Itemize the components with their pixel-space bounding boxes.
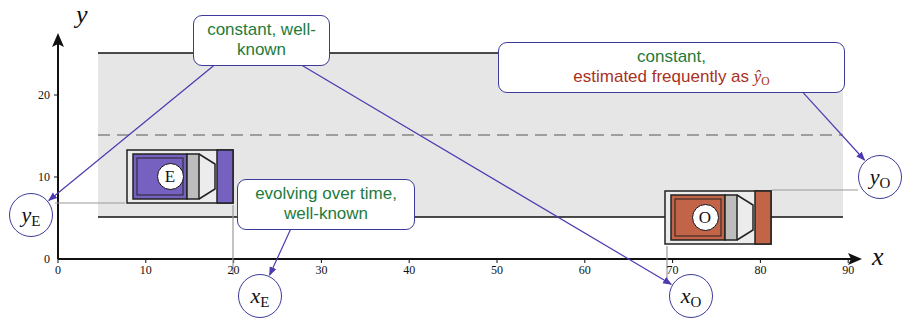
x-tick [848,259,849,263]
x-tick [584,259,585,263]
y-axis-arrowhead [52,33,64,47]
math-symbol: y [22,202,32,227]
car-roof [133,154,187,199]
math-subscript: O [690,294,701,310]
car-hood [199,154,215,199]
axis-label: x [872,244,884,270]
leader-line [55,202,125,203]
car-windshield [187,154,199,199]
x-tick [321,259,322,263]
callout-text: evolving over time, well-known [246,184,406,225]
math-subscript: E [260,294,269,310]
car-roof [671,195,725,240]
tick-label: 0 [44,253,50,265]
callout-box: constant, well-known [193,15,330,66]
x-ticks [58,259,848,263]
car-roof-trim [137,158,183,195]
ego-car [127,150,233,203]
x-tick [145,259,146,263]
node-label: yE [22,204,41,226]
math-symbol: x [251,283,261,308]
tick-label: 0 [55,264,61,276]
callout-text: constant, well-known [202,20,321,61]
callout-arrow [803,93,864,160]
tick-label: 60 [579,264,591,276]
lane-divider [98,134,843,135]
callout-text: estimated frequently as ŷO [507,67,836,87]
callout-arrow [49,66,214,201]
variable-circle: xE [238,274,282,318]
x-tick [497,259,498,263]
variable-circle: xO [669,274,713,318]
tick-label: 20 [38,89,50,101]
tick-label: 50 [491,264,503,276]
node-label: yO [870,166,891,188]
tick-label: 30 [315,264,327,276]
x-axis [58,258,852,260]
car-windshield [725,195,737,240]
callout-arrow [270,230,291,275]
node-label: xE [251,285,270,307]
axes [52,33,862,265]
tick-label: 10 [38,171,50,183]
tick-label: 20 [228,264,240,276]
callout-arrow [303,66,672,284]
math-subscript: O [879,175,890,191]
car-tag: O [692,204,719,231]
node-label: E [165,168,175,185]
callout-box: constant,estimated frequently as ŷO [498,42,845,93]
x-tick [672,259,673,263]
math-subscript: O [761,75,769,88]
leader-line [772,189,858,190]
car-hood [737,195,753,240]
tick-label: 10 [140,264,152,276]
x-tick [409,259,410,263]
math-subscript: E [31,213,40,229]
tick-label: 80 [754,264,766,276]
car-roof-trim [675,199,721,236]
math-symbol: ŷ [754,67,762,86]
callout-box: evolving over time, well-known [237,179,415,230]
text-run: estimated frequently as [573,67,753,86]
math-symbol: x [681,283,691,308]
car-tag: E [157,163,184,190]
x-tick [760,259,761,263]
car-body [127,150,233,203]
x-tick [58,259,59,263]
tick-label: 70 [667,264,679,276]
math-symbol: y [870,164,880,189]
other-car [665,191,771,244]
axis-label: y [76,2,88,28]
y-axis [57,44,59,259]
y-tick [54,177,58,178]
car-front [755,191,771,244]
variable-circle: yO [858,155,902,199]
callout-text: constant, [507,47,836,67]
variable-circle: yE [9,193,53,237]
y-tick [54,95,58,96]
node-label: O [699,209,711,226]
tick-label: 40 [403,264,415,276]
tick-label: 90 [842,264,854,276]
node-label: xO [681,285,702,307]
car-body [665,191,771,244]
car-front [217,150,233,203]
